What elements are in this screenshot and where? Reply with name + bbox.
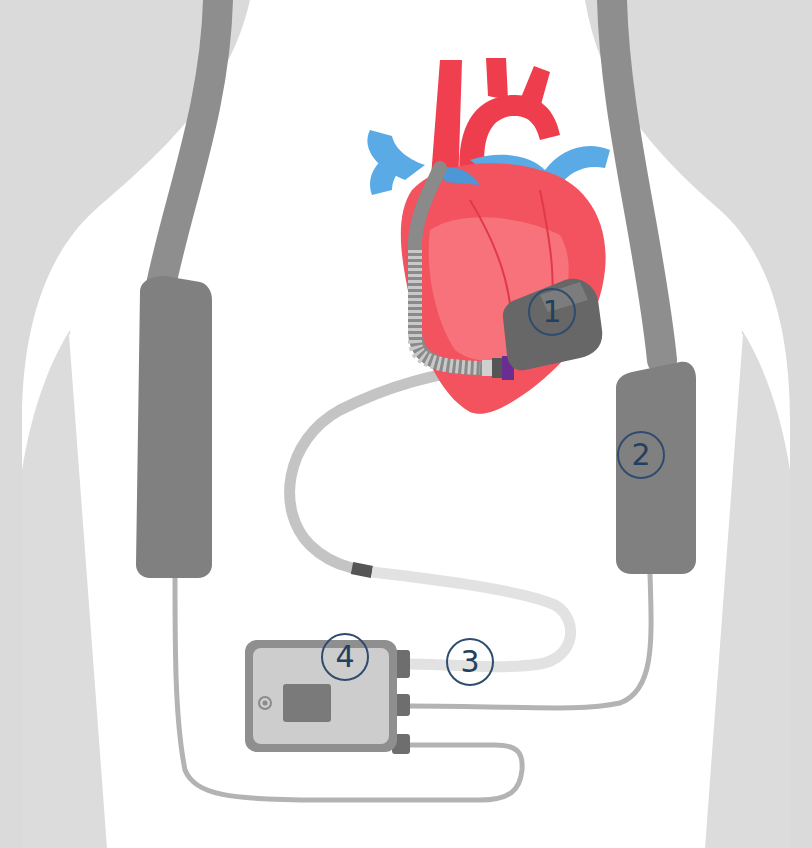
callout-number: 4 <box>321 633 369 681</box>
controller-screen <box>283 684 331 722</box>
arm-gap <box>702 334 740 848</box>
left-battery-cable <box>175 578 522 800</box>
driveline-strain-relief <box>482 360 492 376</box>
controller-button <box>259 697 271 709</box>
left-arm <box>22 330 110 848</box>
arm-gap <box>72 334 110 848</box>
driveline-connector <box>352 568 372 572</box>
pulmonary-vein <box>370 150 410 195</box>
callout-number: 3 <box>446 638 494 686</box>
heart <box>401 163 606 414</box>
torso <box>22 0 790 848</box>
driveline-collar <box>492 358 502 378</box>
left-strap <box>160 0 218 290</box>
arch-branch <box>520 66 550 108</box>
callout-number: 2 <box>617 431 665 479</box>
lvad-pump <box>503 279 602 371</box>
right-strap <box>612 0 662 360</box>
right-arm <box>702 330 790 848</box>
left-battery-pack <box>136 276 212 578</box>
graft-bend-relief <box>415 250 480 368</box>
callout-number: 1 <box>528 288 576 336</box>
outflow-graft <box>415 168 480 368</box>
arch-branch <box>486 58 508 100</box>
right-battery-pack <box>616 362 696 574</box>
controller-button <box>263 701 268 706</box>
